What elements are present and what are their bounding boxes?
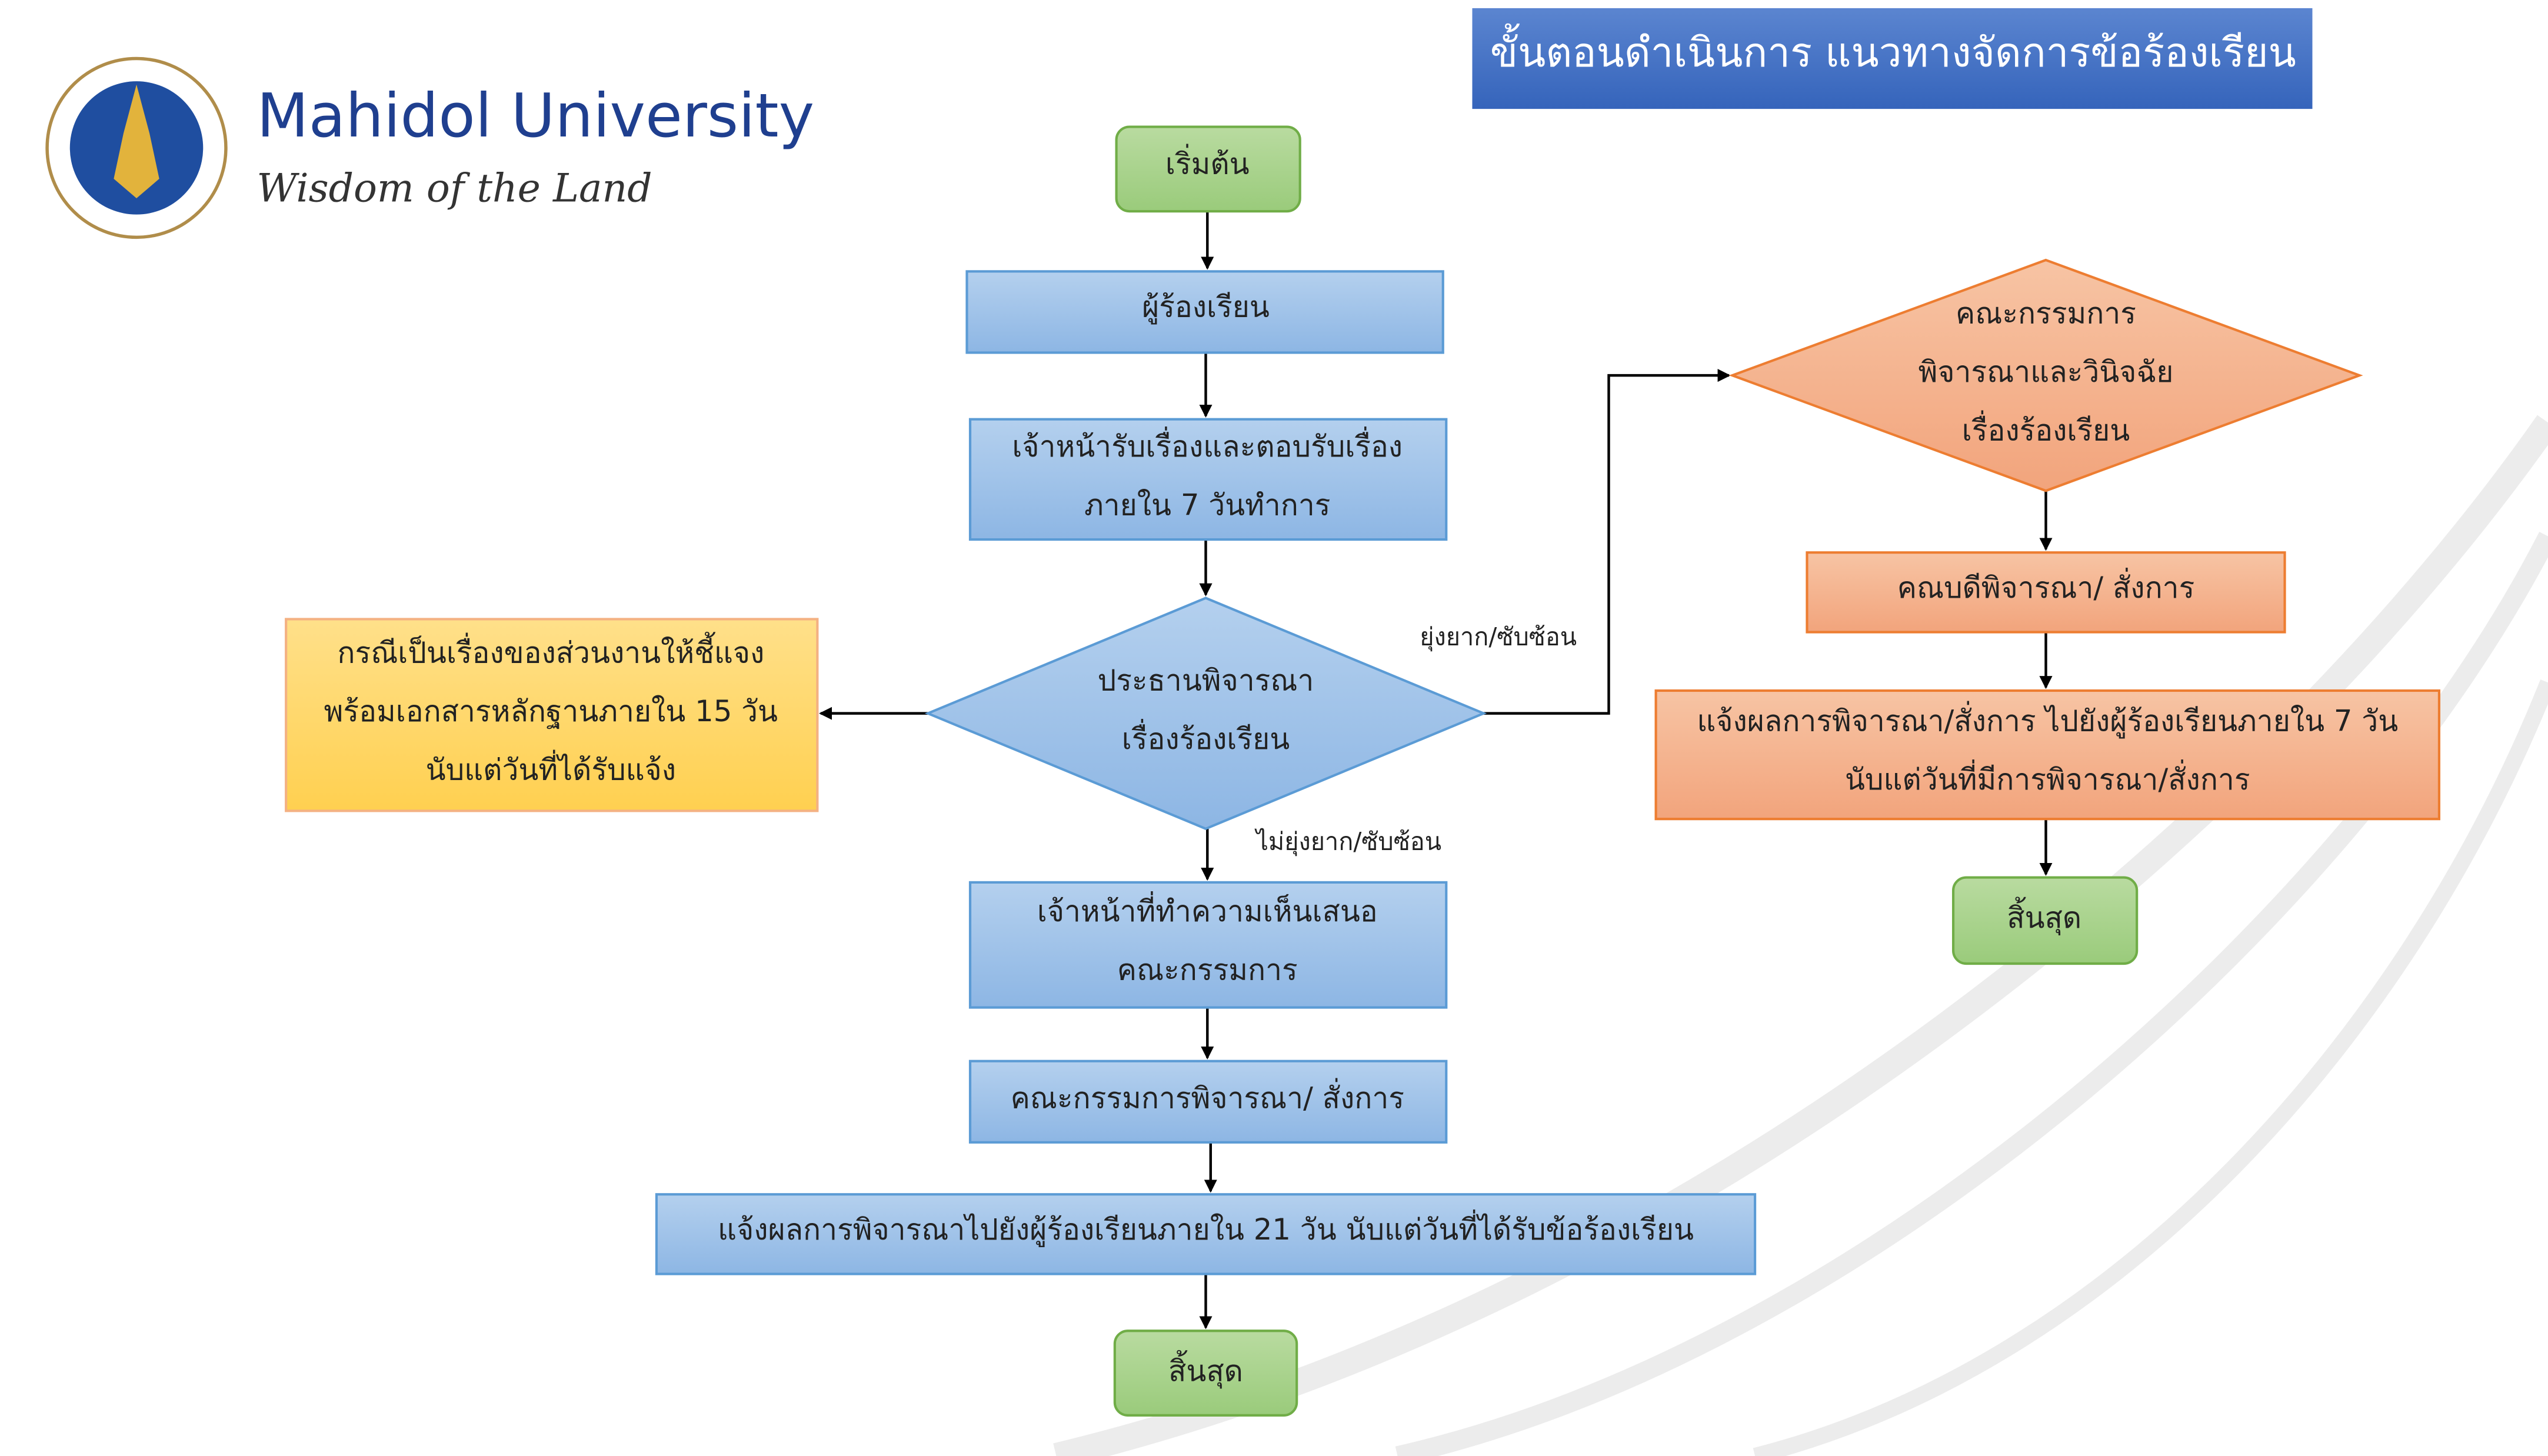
notify-7-days-node: แจ้งผลการพิจารณา/สั่งการ ไปยังผู้ร้องเรี…: [1654, 689, 2441, 821]
svg-text:พร้อมเอกสารหลักฐานภายใน 15 วัน: พร้อมเอกสารหลักฐานภายใน 15 วัน: [324, 694, 778, 729]
dean-order-node: คณบดีพิจารณา/ สั่งการ: [1806, 551, 2286, 634]
svg-text:ผู้ร้องเรียน: ผู้ร้องเรียน: [1142, 289, 1270, 324]
officer-opinion-node: เจ้าหน้าที่ทำความเห็นเสนอ คณะกรรมการ: [968, 881, 1448, 1009]
receive-node: เจ้าหน้ารับเรื่องและตอบรับเรื่อง ภายใน 7…: [968, 418, 1448, 541]
label-not-complex: ไม่ยุ่งยาก/ซับซ้อน: [1254, 828, 1441, 857]
svg-text:สิ้นสุด: สิ้นสุด: [1168, 1350, 1243, 1389]
svg-text:เรื่องร้องเรียน: เรื่องร้องเรียน: [1962, 410, 2130, 447]
label-complex: ยุ่งยาก/ซับซ้อน: [1420, 623, 1577, 652]
svg-text:เจ้าหน้าที่ทำความเห็นเสนอ: เจ้าหน้าที่ทำความเห็นเสนอ: [1037, 891, 1378, 928]
title-bar: [1472, 8, 2313, 109]
svg-text:คณะกรรมการ: คณะกรรมการ: [1117, 952, 1298, 987]
chair-decision-node: ประธานพิจารณา เรื่องร้องเรียน: [924, 597, 1487, 830]
end-node-right: สิ้นสุด: [1951, 876, 2139, 965]
svg-text:คณบดีพิจารณา/ สั่งการ: คณบดีพิจารณา/ สั่งการ: [1897, 568, 2195, 605]
connectors: [819, 211, 2053, 1330]
svg-text:นับแต่วันที่มีการพิจารณา/สั่งก: นับแต่วันที่มีการพิจารณา/สั่งการ: [1845, 759, 2250, 797]
brand-name: Mahidol University: [257, 81, 814, 151]
svg-text:เริ่มต้น: เริ่มต้น: [1165, 144, 1250, 181]
svg-text:ประธานพิจารณา: ประธานพิจารณา: [1098, 664, 1314, 698]
committee-decision-node: คณะกรรมการ พิจารณาและวินิจฉัย เรื่องร้อง…: [1728, 258, 2363, 492]
committee-order-node: คณะกรรมการพิจารณา/ สั่งการ: [968, 1059, 1448, 1144]
svg-text:ภายใน 7 วันทำการ: ภายใน 7 วันทำการ: [1084, 488, 1331, 522]
start-node: เริ่มต้น: [1115, 125, 1301, 213]
end-node-left: สิ้นสุด: [1113, 1330, 1298, 1417]
notify-21-days-node: แจ้งผลการพิจารณาไปยังผู้ร้องเรียนภายใน 2…: [655, 1193, 1757, 1275]
page-title: ขั้นตอนดำเนินการ แนวทางจัดการข้อร้องเรีย…: [1490, 23, 2296, 76]
svg-text:กรณีเป็นเรื่องของส่วนงานให้ชี้: กรณีเป็นเรื่องของส่วนงานให้ชี้แจง: [337, 632, 764, 670]
svg-text:พิจารณาและวินิจฉัย: พิจารณาและวินิจฉัย: [1919, 355, 2174, 389]
unit-case-node: กรณีเป็นเรื่องของส่วนงานให้ชี้แจง พร้อมเ…: [285, 618, 819, 812]
complainant-node: ผู้ร้องเรียน: [965, 270, 1444, 354]
svg-text:เจ้าหน้ารับเรื่องและตอบรับเรื่: เจ้าหน้ารับเรื่องและตอบรับเรื่อง: [1012, 427, 1403, 464]
brand-tagline: Wisdom of the Land: [257, 165, 652, 211]
svg-text:แจ้งผลการพิจารณา/สั่งการ ไปยัง: แจ้งผลการพิจารณา/สั่งการ ไปยังผู้ร้องเรี…: [1697, 701, 2398, 739]
svg-text:สิ้นสุด: สิ้นสุด: [2007, 897, 2081, 935]
svg-text:เรื่องร้องเรียน: เรื่องร้องเรียน: [1122, 719, 1290, 756]
svg-text:คณะกรรมการ: คณะกรรมการ: [1956, 296, 2136, 330]
svg-text:นับแต่วันที่ได้รับแจ้ง: นับแต่วันที่ได้รับแจ้ง: [426, 750, 676, 787]
mahidol-logo: [45, 56, 228, 239]
svg-text:แจ้งผลการพิจารณาไปยังผู้ร้องเร: แจ้งผลการพิจารณาไปยังผู้ร้องเรียนภายใน 2…: [718, 1210, 1694, 1247]
svg-text:คณะกรรมการพิจารณา/ สั่งการ: คณะกรรมการพิจารณา/ สั่งการ: [1011, 1078, 1404, 1115]
